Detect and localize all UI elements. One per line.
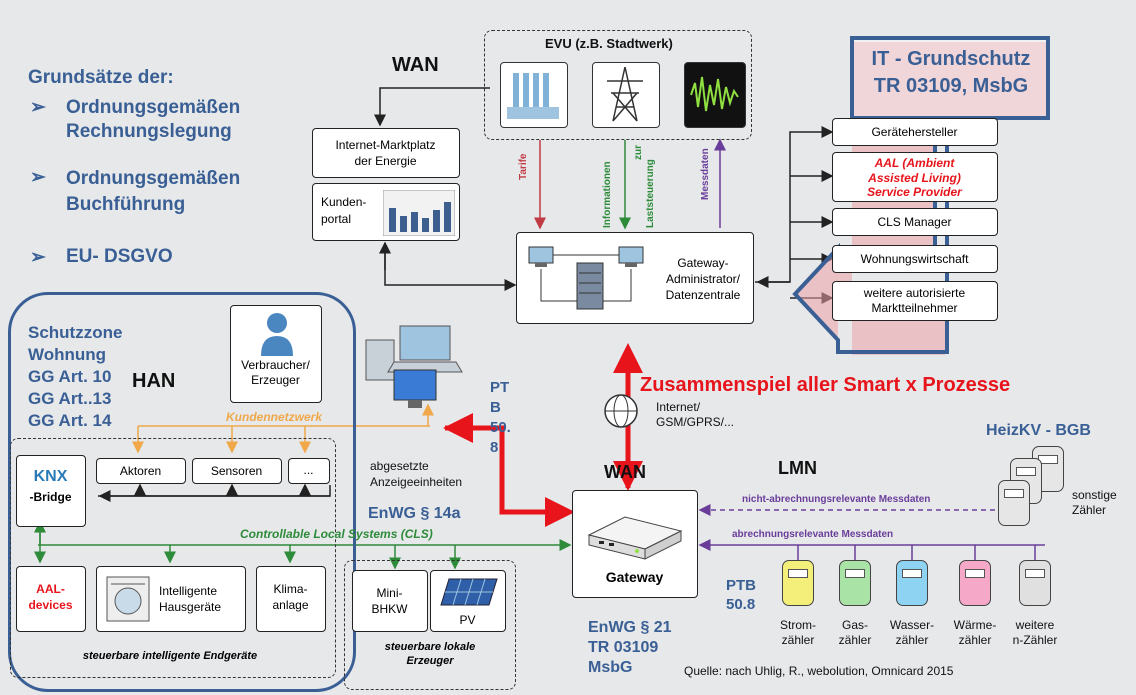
- bullet-icon: ➢: [30, 167, 46, 188]
- kundennetzwerk-label: Kundennetzwerk: [226, 410, 323, 424]
- meter-label: Gas-zähler: [838, 618, 872, 647]
- meter-label: Strom-zähler: [780, 618, 816, 647]
- lokale-erzeuger-group: [344, 560, 516, 690]
- more-devices-box: ...: [288, 458, 330, 484]
- meter-icon: [896, 560, 928, 606]
- meter-label: Wasser-zähler: [889, 618, 935, 647]
- power-plant-icon: [500, 62, 568, 128]
- wan-label-mid: WAN: [604, 462, 646, 482]
- zusammenspiel-label: Zusammenspiel aller Smart x Prozesse: [640, 374, 1011, 396]
- kundenportal-label: Kunden-portal: [321, 195, 367, 226]
- meter-icon: [782, 560, 814, 606]
- meter-label: Wärme-zähler: [953, 618, 997, 647]
- meter-icon: [959, 560, 991, 606]
- lmn-label: LMN: [778, 458, 817, 478]
- endgeraete-caption: steuerbare intelligente Endgeräte: [82, 650, 258, 662]
- evu-group: [484, 30, 752, 140]
- globe-icon: [604, 394, 638, 428]
- meter-icon: [1019, 560, 1051, 606]
- schutzzone-wohnung-outline: [8, 292, 356, 692]
- geraetehersteller-box: Gerätehersteller: [832, 118, 998, 146]
- knx-bridge-box: KNX -Bridge: [16, 455, 86, 527]
- aal-devices-box: AAL-devices: [16, 566, 86, 632]
- tarife-label: Tarife: [518, 153, 529, 181]
- gateway-device-icon: [587, 516, 683, 560]
- person-icon: [261, 313, 293, 356]
- laststeuerung-label: Laststeuerung: [645, 159, 656, 228]
- klimaanlage-box: Klima-anlage: [256, 566, 326, 632]
- principles-heading: Grundsätze der:: [28, 67, 174, 88]
- gateway-admin-label: Gateway-Administrator/Datenzentrale: [665, 256, 741, 302]
- cls-manager-box: CLS Manager: [832, 208, 998, 236]
- server-computers-icon: [528, 246, 644, 310]
- heizkv-label: HeizKV - BGB: [986, 422, 1091, 439]
- informationen-label: Informationen: [602, 161, 613, 228]
- meter-icon: [839, 560, 871, 606]
- evu-title: EVU (z.B. Stadtwerk): [545, 36, 673, 51]
- bar-chart-icon: [383, 190, 455, 236]
- mini-bhkw-box: Mini-BHKW: [352, 570, 428, 632]
- nicht-abrechnungsrelevant-label: nicht-abrechnungsrelevante Messdaten: [742, 494, 931, 505]
- kundenportal-box: Kunden-portal: [312, 183, 460, 241]
- washing-machine-icon: [106, 576, 150, 622]
- wohnungswirtschaft-box: Wohnungswirtschaft: [832, 245, 998, 273]
- aktoren-box: Aktoren: [96, 458, 186, 484]
- gateway-administrator-box: Gateway-Administrator/Datenzentrale: [516, 232, 754, 324]
- pv-box: PV: [430, 570, 506, 632]
- wan-label-top: WAN: [392, 54, 439, 76]
- sonstige-meter-icon: [998, 480, 1030, 526]
- computers-icon: [365, 325, 463, 408]
- bullet-icon: ➢: [30, 247, 46, 268]
- han-label: HAN: [132, 370, 176, 392]
- bullet-icon: ➢: [30, 97, 46, 118]
- source-citation: Quelle: nach Uhlig, R., webolution, Omni…: [684, 664, 954, 678]
- principle-3: EU- DSGVO: [66, 246, 173, 267]
- abrechnungsrelevant-label: abrechnungsrelevante Messdaten: [732, 529, 894, 540]
- endgeraete-group: [10, 438, 336, 678]
- internet-label: Internet/GSM/GPRS/...: [656, 400, 735, 429]
- zur-label: zur: [633, 145, 644, 160]
- verbraucher-erzeuger-box: Verbraucher/Erzeuger: [230, 305, 322, 403]
- solar-panel-icon: [440, 578, 498, 606]
- cls-label: Controllable Local Systems (CLS): [240, 527, 433, 541]
- data-wave-icon: [684, 62, 746, 128]
- messdaten-label: Messdaten: [700, 148, 711, 200]
- sensoren-box: Sensoren: [192, 458, 282, 484]
- enwg14a-label: EnWG § 14a: [368, 505, 461, 522]
- power-pylon-icon: [592, 62, 660, 128]
- gateway-box: Gateway: [572, 490, 698, 598]
